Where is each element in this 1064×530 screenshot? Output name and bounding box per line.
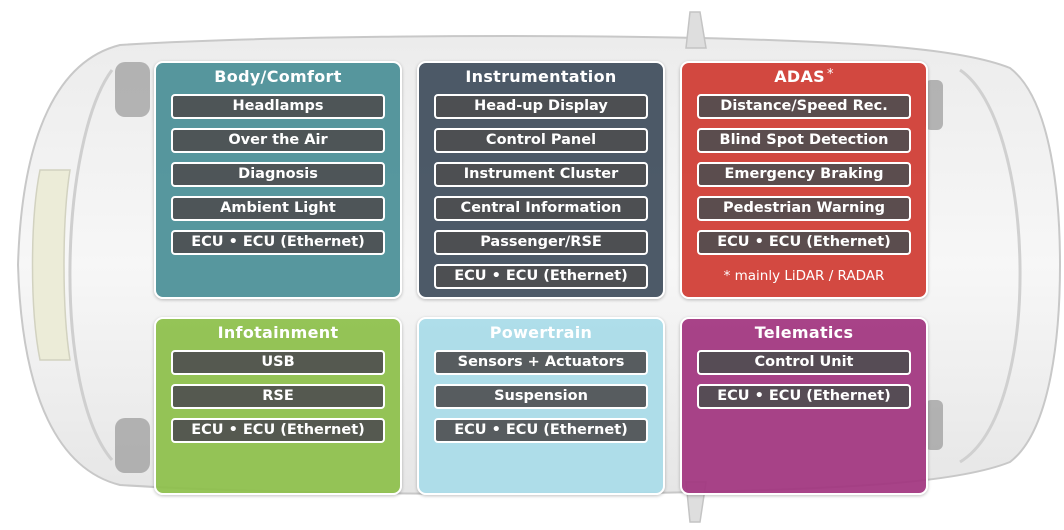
panel-title-body-comfort: Body/Comfort [214, 67, 342, 86]
panel-title-telematics: Telematics [754, 323, 854, 342]
panel-body-comfort: Body/Comfort Headlamps Over the Air Diag… [154, 61, 402, 299]
item-control-panel: Control Panel [434, 128, 648, 153]
item-head-up-display: Head-up Display [434, 94, 648, 119]
item-emergency-braking: Emergency Braking [697, 162, 911, 187]
panel-infotainment: Infotainment USB RSE ECU • ECU (Ethernet… [154, 317, 402, 495]
panel-title-powertrain: Powertrain [489, 323, 593, 342]
car-rear-edge [959, 68, 1022, 464]
item-instrument-cluster: Instrument Cluster [434, 162, 648, 187]
item-ecu-ethernet: ECU • ECU (Ethernet) [171, 230, 385, 255]
item-central-information: Central Information [434, 196, 648, 221]
car-windshield-line [68, 69, 114, 461]
panel-title-instrumentation: Instrumentation [465, 67, 617, 86]
item-ecu-ethernet: ECU • ECU (Ethernet) [697, 384, 911, 409]
item-passenger-rse: Passenger/RSE [434, 230, 648, 255]
panel-title-adas-text: ADAS [774, 67, 825, 86]
item-pedestrian-warning: Pedestrian Warning [697, 196, 911, 221]
panel-telematics: Telematics Control Unit ECU • ECU (Ether… [680, 317, 928, 495]
item-rse: RSE [171, 384, 385, 409]
item-usb: USB [171, 350, 385, 375]
item-headlamps: Headlamps [171, 94, 385, 119]
panel-title-adas: ADAS* [682, 67, 926, 86]
item-ecu-ethernet: ECU • ECU (Ethernet) [697, 230, 911, 255]
car-wheel-rear-left [925, 80, 943, 130]
car-wheel-rear-right [925, 400, 943, 450]
item-sensors-actuators: Sensors + Actuators [434, 350, 648, 375]
item-over-the-air: Over the Air [171, 128, 385, 153]
item-suspension: Suspension [434, 384, 648, 409]
car-wheel-front-right [115, 418, 150, 473]
panel-title-infotainment: Infotainment [217, 323, 339, 342]
panel-instrumentation: Instrumentation Head-up Display Control … [417, 61, 665, 299]
car-wheel-front-left [115, 62, 150, 117]
panel-adas: ADAS* Distance/Speed Rec. Blind Spot Det… [680, 61, 928, 299]
item-distance-speed-rec: Distance/Speed Rec. [697, 94, 911, 119]
car-front-lamp [31, 169, 71, 361]
item-ecu-ethernet: ECU • ECU (Ethernet) [434, 418, 648, 443]
item-diagnosis: Diagnosis [171, 162, 385, 187]
adas-footnote: * mainly LiDAR / RADAR [723, 268, 885, 284]
item-ecu-ethernet: ECU • ECU (Ethernet) [171, 418, 385, 443]
item-ecu-ethernet: ECU • ECU (Ethernet) [434, 264, 648, 289]
item-control-unit: Control Unit [697, 350, 911, 375]
panel-powertrain: Powertrain Sensors + Actuators Suspensio… [417, 317, 665, 495]
item-blind-spot-detection: Blind Spot Detection [697, 128, 911, 153]
item-ambient-light: Ambient Light [171, 196, 385, 221]
car-side-mirror-top [685, 11, 707, 49]
panel-title-adas-asterisk: * [826, 67, 834, 82]
